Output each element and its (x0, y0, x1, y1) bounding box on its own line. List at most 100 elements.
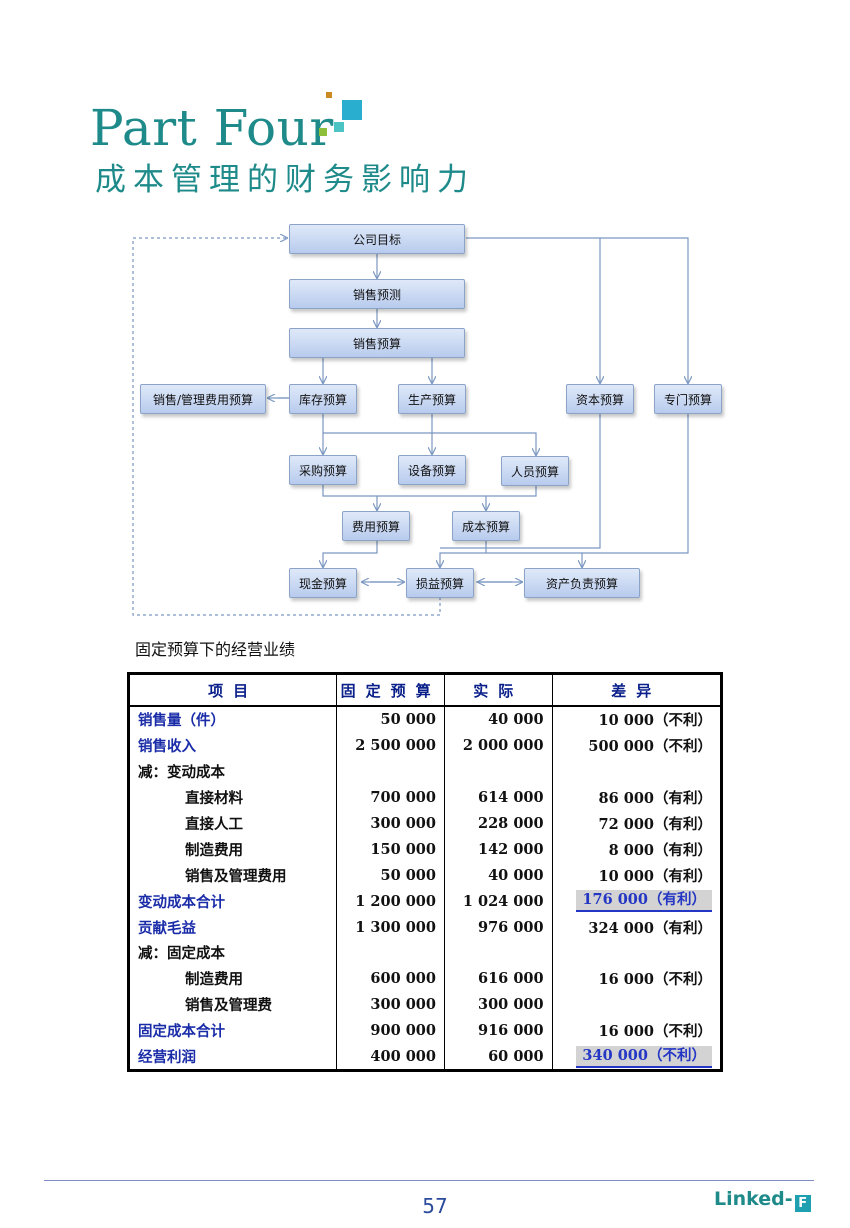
highlight-value: 176 000（有利） (576, 890, 712, 913)
row-item: 变动成本合计 (128, 888, 338, 915)
row-diff: 16 000（不利） (598, 1023, 713, 1041)
row-diff-highlight: 340 000（不利） (552, 1044, 721, 1071)
table-row: 销售量（件） 50 000 40 000 10 000（不利） (128, 706, 722, 733)
row-fixed: 300 000 (336, 991, 445, 1018)
row-fixed: 700 000 (336, 784, 445, 811)
row-item: 销售及管理费用 (128, 862, 338, 889)
table-row: 销售及管理费用 50 000 40 000 10 000（有利） (128, 862, 722, 889)
table-row: 销售及管理费 300 000 300 000 (128, 991, 722, 1018)
table-section-title: 固定预算下的经营业绩 (135, 640, 296, 659)
table-row: 经营利润 400 000 60 000 340 000（不利） (128, 1043, 722, 1071)
row-item: 销售量（件） (128, 706, 338, 733)
row-actual: 40 000 (444, 862, 553, 889)
row-diff-highlight: 176 000（有利） (552, 888, 721, 914)
highlight-value: 340 000（不利） (576, 1045, 712, 1068)
row-diff (552, 992, 721, 1018)
row-fixed: 300 000 (336, 810, 445, 837)
row-fixed: 2 500 000 (336, 732, 445, 759)
node-special-budget: 专门预算 (654, 384, 722, 414)
row-actual: 614 000 (444, 784, 553, 811)
table-row: 直接材料 700 000 614 000 86 000（有利） (128, 784, 722, 811)
node-inventory-budget: 库存预算 (289, 384, 357, 414)
node-cash-budget: 现金预算 (289, 568, 357, 598)
fixed-budget-performance-table: 项目 固定预算 实际 差异 销售量（件） 50 000 40 000 10 00… (127, 672, 723, 1073)
row-fixed: 1 200 000 (336, 888, 445, 915)
row-diff: 10 000（不利） (598, 712, 713, 730)
row-actual: 2 000 000 (444, 732, 553, 759)
node-pl-budget: 损益预算 (406, 568, 474, 598)
row-diff (552, 940, 721, 966)
table-header-row: 项目 固定预算 实际 差异 (128, 673, 722, 707)
node-purchase-budget: 采购预算 (289, 455, 357, 485)
chapter-subtitle: 成本管理的财务影响力 (95, 162, 475, 198)
node-expense-budget: 费用预算 (342, 511, 410, 541)
deco-square-teal (342, 100, 362, 120)
header-fixed: 固定预算 (336, 673, 445, 707)
flowchart-connectors (132, 0, 850, 616)
row-actual: 976 000 (444, 914, 553, 941)
row-item: 销售收入 (128, 732, 338, 759)
footer-divider (44, 1180, 814, 1181)
node-capital-budget: 资本预算 (566, 384, 634, 414)
node-equipment-budget: 设备预算 (398, 455, 466, 485)
node-sales-forecast: 销售预测 (289, 279, 465, 309)
row-actual: 60 000 (444, 1043, 553, 1071)
row-actual: 40 000 (444, 706, 553, 733)
table-row: 变动成本合计 1 200 000 1 024 000 176 000（有利） (128, 888, 722, 915)
row-actual: 616 000 (444, 965, 553, 992)
row-actual (444, 940, 553, 966)
row-diff: 10 000（有利） (598, 867, 713, 885)
deco-square-green (319, 128, 327, 136)
node-sga-budget: 销售/管理费用预算 (140, 384, 266, 414)
deco-square-orange (326, 92, 332, 98)
row-actual: 142 000 (444, 836, 553, 863)
row-fixed (336, 758, 445, 785)
table-row: 销售收入 2 500 000 2 000 000 500 000（不利） (128, 732, 722, 759)
row-diff: 72 000（有利） (598, 816, 713, 833)
row-actual: 300 000 (444, 991, 553, 1018)
row-item: 固定成本合计 (128, 1017, 338, 1044)
node-balance-sheet-budget: 资产负责预算 (524, 568, 640, 598)
node-personnel-budget: 人员预算 (501, 456, 569, 486)
row-item: 销售及管理费 (128, 991, 338, 1018)
row-item: 减：变动成本 (128, 758, 338, 785)
table-row: 贡献毛益 1 300 000 976 000 324 000（有利） (128, 914, 722, 941)
brand-text: Linked- (714, 1188, 793, 1210)
row-diff: 8 000（有利） (608, 841, 712, 859)
row-actual: 228 000 (444, 810, 553, 837)
row-diff (552, 759, 721, 785)
table-row: 直接人工 300 000 228 000 72 000（有利） (128, 810, 722, 837)
node-company-goal: 公司目标 (289, 224, 465, 254)
row-fixed: 50 000 (336, 862, 445, 889)
page-number: 57 (422, 1194, 448, 1218)
header-actual: 实际 (444, 673, 553, 707)
row-fixed (336, 940, 445, 966)
header-item: 项目 (128, 673, 338, 707)
row-actual: 916 000 (444, 1017, 553, 1044)
row-item: 减：固定成本 (128, 940, 338, 966)
table-row: 制造费用 150 000 142 000 8 000（有利） (128, 836, 722, 863)
table-row: 制造费用 600 000 616 000 16 000（不利） (128, 965, 722, 992)
node-production-budget: 生产预算 (398, 384, 466, 414)
row-fixed: 50 000 (336, 706, 445, 733)
row-diff: 324 000（有利） (588, 919, 712, 937)
row-item: 经营利润 (128, 1043, 338, 1071)
row-item: 制造费用 (128, 836, 338, 863)
brand-mark-icon: F (794, 1195, 811, 1212)
deco-square-cyan (334, 122, 344, 132)
row-fixed: 1 300 000 (336, 914, 445, 941)
row-diff: 500 000（不利） (588, 738, 712, 756)
row-item: 直接人工 (128, 810, 338, 837)
table-row: 固定成本合计 900 000 916 000 16 000（不利） (128, 1017, 722, 1044)
node-sales-budget: 销售预算 (289, 328, 465, 358)
row-fixed: 600 000 (336, 965, 445, 992)
row-fixed: 150 000 (336, 836, 445, 863)
row-actual: 1 024 000 (444, 888, 553, 915)
decorative-squares-icon (319, 92, 362, 136)
row-actual (444, 758, 553, 785)
row-item: 贡献毛益 (128, 914, 338, 941)
header-diff: 差异 (552, 673, 722, 707)
row-diff: 16 000（不利） (598, 971, 713, 989)
row-fixed: 900 000 (336, 1017, 445, 1044)
row-item: 制造费用 (128, 965, 338, 992)
